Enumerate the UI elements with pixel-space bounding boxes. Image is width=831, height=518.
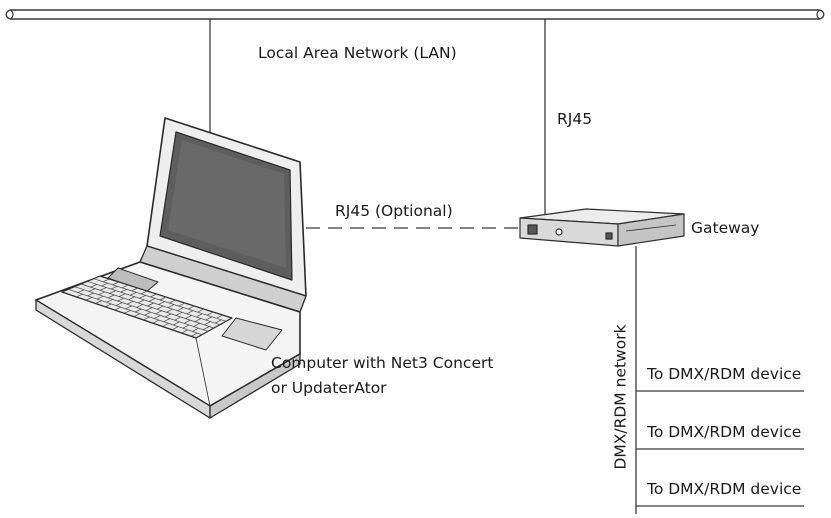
dmx-network-label: DMX/RDM network bbox=[611, 324, 630, 470]
computer-label-line1: Computer with Net3 Concert bbox=[271, 354, 494, 372]
rj45-label: RJ45 bbox=[557, 110, 593, 128]
computer-label-line2: or UpdaterAtor bbox=[271, 379, 387, 397]
lan-bus bbox=[5, 9, 825, 20]
dmx-device-label: To DMX/RDM device bbox=[647, 480, 802, 498]
rj45-optional-label: RJ45 (Optional) bbox=[335, 202, 453, 220]
gateway-device bbox=[519, 208, 685, 247]
gateway-label: Gateway bbox=[691, 219, 760, 237]
dmx-device-label: To DMX/RDM device bbox=[647, 423, 802, 441]
laptop-computer bbox=[35, 117, 307, 419]
dmx-device-label: To DMX/RDM device bbox=[647, 365, 802, 383]
lan-label: Local Area Network (LAN) bbox=[258, 44, 457, 62]
